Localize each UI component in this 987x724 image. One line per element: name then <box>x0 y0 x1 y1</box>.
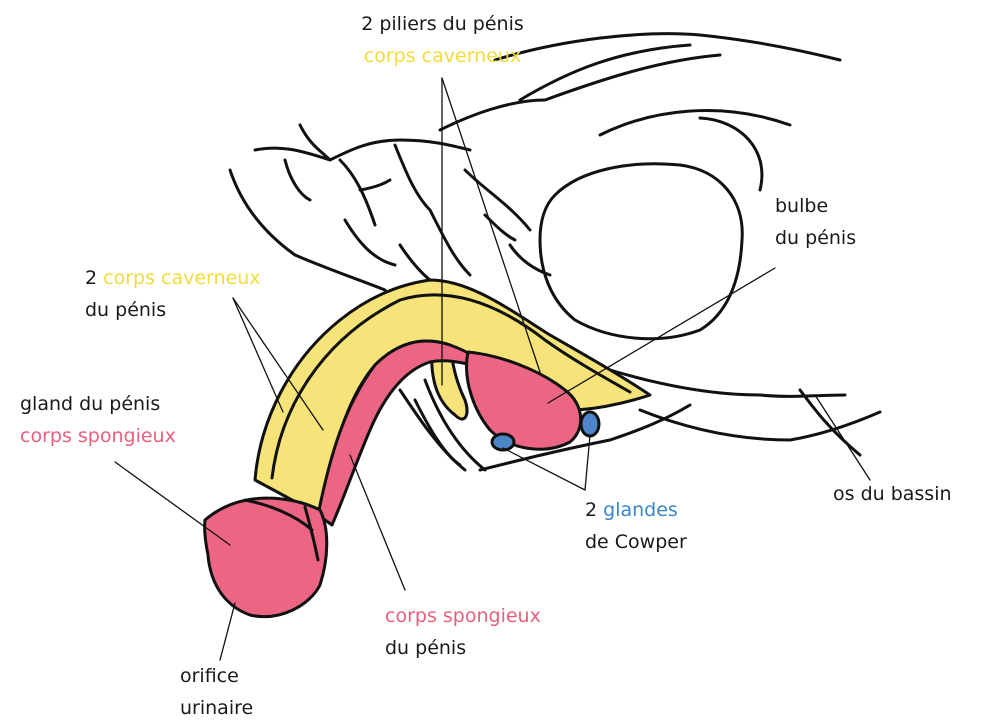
label-orifice-line2: urinaire <box>180 692 253 724</box>
label-corps-caverneux-line1: 2 corps caverneux <box>85 262 261 294</box>
label-corps-caverneux: 2 corps caverneux du pénis <box>85 262 261 326</box>
label-cowper-colored: glandes <box>603 499 678 521</box>
label-corps-caverneux-line2: du pénis <box>85 294 261 326</box>
corps-caverneux-shape <box>255 280 650 515</box>
label-gland: gland du pénis corps spongieux <box>20 388 176 452</box>
label-corps-caverneux-prefix: 2 <box>85 267 103 289</box>
label-os-bassin: os du bassin <box>833 478 952 510</box>
label-piliers-sub: corps caverneux <box>325 40 560 72</box>
label-piliers: 2 piliers du pénis corps caverneux <box>325 8 560 72</box>
label-piliers-title: 2 piliers du pénis <box>325 8 560 40</box>
label-spongieux-line1: corps spongieux <box>385 600 541 632</box>
label-gland-line1: gland du pénis <box>20 388 176 420</box>
label-orifice: orifice urinaire <box>180 660 253 724</box>
label-cowper: 2 glandes de Cowper <box>585 494 687 558</box>
label-spongieux-line2: du pénis <box>385 632 541 664</box>
label-gland-line2: corps spongieux <box>20 420 176 452</box>
label-bulbe: bulbe du pénis <box>775 190 856 254</box>
label-spongieux: corps spongieux du pénis <box>385 600 541 664</box>
label-bulbe-line2: du pénis <box>775 222 856 254</box>
label-orifice-line1: orifice <box>180 660 253 692</box>
label-bulbe-line1: bulbe <box>775 190 856 222</box>
label-cowper-line2: de Cowper <box>585 526 687 558</box>
label-cowper-line1: 2 glandes <box>585 494 687 526</box>
label-corps-caverneux-colored: corps caverneux <box>103 267 260 289</box>
label-cowper-prefix: 2 <box>585 499 603 521</box>
label-os-bassin-line1: os du bassin <box>833 478 952 510</box>
